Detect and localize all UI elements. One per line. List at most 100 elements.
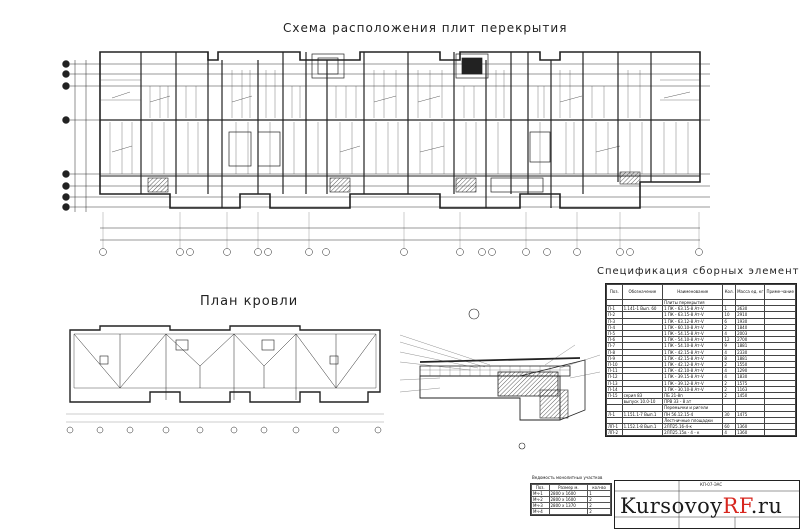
stair-row-cell: 1360 — [735, 429, 766, 437]
openings-row: Мч-4 2 — [531, 508, 611, 515]
spec-group-row: Плиты перекрытия — [606, 298, 796, 307]
spec-row-cell — [764, 305, 796, 313]
stair-row-cell: 1360 — [735, 423, 766, 431]
spec-row-cell — [764, 385, 796, 394]
stair-row-cell — [764, 423, 796, 431]
slab-scheme-plan — [62, 51, 710, 256]
spec-header-row: Поз. Обозначение Наименование Кол. Масса… — [606, 284, 796, 300]
spec-row-cell: 1 ПК - 42.15-8 Ат-V — [662, 354, 724, 363]
roof-plan — [66, 325, 384, 434]
spec-row-cell: 1930 — [735, 317, 766, 325]
spec-row-cell: 1 ПК - 63.15-8 Ат-V — [662, 305, 724, 313]
spec-row-cell: 1 ПК - 63.15-8 Ат-V — [662, 311, 724, 319]
spec-row-cell — [764, 329, 796, 338]
spec-row-cell: 1840 — [735, 323, 766, 332]
spec-row-cell — [621, 373, 664, 381]
roof-plan-title: План кровли — [200, 294, 299, 309]
spec-row-cell — [621, 336, 664, 344]
spec-row-cell: 2700 — [735, 336, 766, 344]
spec-group-label: Лестничные площадки — [662, 416, 724, 425]
spec-row-cell: 2003 — [735, 329, 766, 338]
title-block-grid — [615, 481, 799, 528]
spec-row-cell — [764, 336, 796, 344]
logo-accent: RF — [722, 494, 751, 518]
spec-header-name: Наименование — [662, 284, 724, 300]
spec-row-cell: 3630 — [735, 305, 766, 313]
spec-row-cell — [764, 342, 796, 350]
stair-row-cell — [764, 429, 796, 437]
site-logo[interactable]: KursovoyRF.ru — [620, 494, 782, 518]
spec-row-cell — [621, 342, 664, 350]
spec-row-cell — [764, 392, 796, 400]
spec-row-cell — [621, 348, 664, 356]
spec-row-cell — [621, 317, 664, 325]
spec-row-cell: 1290 — [735, 367, 766, 375]
spec-row-cell: 1550 — [735, 361, 766, 369]
logo-main: Kursovoy — [620, 494, 723, 518]
spec-row-cell — [764, 323, 796, 332]
spec-row-cell — [621, 361, 664, 369]
spec-group-label: Плиты перекрытия — [662, 298, 724, 307]
spec-header-pos: Поз. — [606, 284, 623, 300]
spec-header-note: Приме-чание — [764, 284, 796, 300]
spec-row-cell — [764, 317, 796, 325]
spec-row-cell — [621, 379, 664, 387]
spec-header-designation: Обозначение — [621, 284, 664, 300]
stair-row-cell: 4 — [722, 429, 737, 437]
spec-row-cell: 1 ПК - 54.15-8 Ат-V — [662, 329, 724, 338]
spec-group-label: Перемычки и ригели — [662, 404, 724, 412]
spec-row-cell: 1 ПК - 60.10-8 Ат-V — [662, 323, 724, 332]
spec-row-cell — [621, 323, 664, 332]
title-block — [614, 480, 800, 529]
spec-row-cell — [764, 379, 796, 387]
spec-row-cell: выпуск 10.0-10 — [621, 398, 664, 406]
spec-row-cell: 2910 — [735, 311, 766, 319]
spec-row-cell: 1 ПК - 42.10-8 Ат-V — [662, 367, 724, 375]
spec-row-cell: 1881 — [735, 342, 766, 350]
openings-row-cell: Мч-4 — [531, 508, 550, 515]
lintel-row-cell: 1.151.1-7 Вып.1 — [621, 410, 664, 418]
spec-group-row: Перемычки и ригели — [606, 404, 796, 412]
spec-row-cell — [764, 398, 796, 406]
spec-row-cell: 1881 — [735, 354, 766, 363]
sheet-code: КП-07-ЭАС — [700, 482, 723, 487]
spec-row-cell — [764, 348, 796, 356]
stair-row-cell: 1.152.1-8 Вып.1 — [621, 423, 664, 431]
spec-row-cell — [621, 311, 664, 319]
stair-row-cell — [621, 429, 664, 437]
spec-row-cell — [735, 398, 766, 406]
spec-row-cell — [764, 373, 796, 381]
spec-row-cell: 1 ПК - 54.10-8 Ат-V — [662, 342, 724, 350]
spec-row-cell: 1163 — [735, 385, 766, 394]
spec-row-cell: 1450 — [735, 392, 766, 400]
slab-scheme-title: Схема расположения плит перекрытия — [283, 21, 568, 35]
openings-row-cell — [548, 508, 589, 515]
spec-row-cell: 1 ПК - 42.12-8 Ат-V — [662, 361, 724, 369]
specification-table: Поз. Обозначение Наименование Кол. Масса… — [605, 283, 797, 438]
spec-row-cell: 1 ПК - 42.15-8 Ат-V — [662, 348, 724, 356]
openings-title: Ведомость монолитных участков — [532, 475, 603, 480]
spec-group-row: Лестничные площадки — [606, 416, 796, 425]
openings-row-cell: 2 — [587, 508, 611, 515]
spec-header-qty: Кол. — [722, 284, 737, 300]
spec-row-cell: 1.141-1 Вып. 60 — [621, 305, 664, 313]
stair-row-cell: ЛП-2 — [606, 429, 623, 437]
spec-header-mass: Масса ед. кг — [735, 284, 766, 300]
spec-row-cell: 2330 — [735, 348, 766, 356]
